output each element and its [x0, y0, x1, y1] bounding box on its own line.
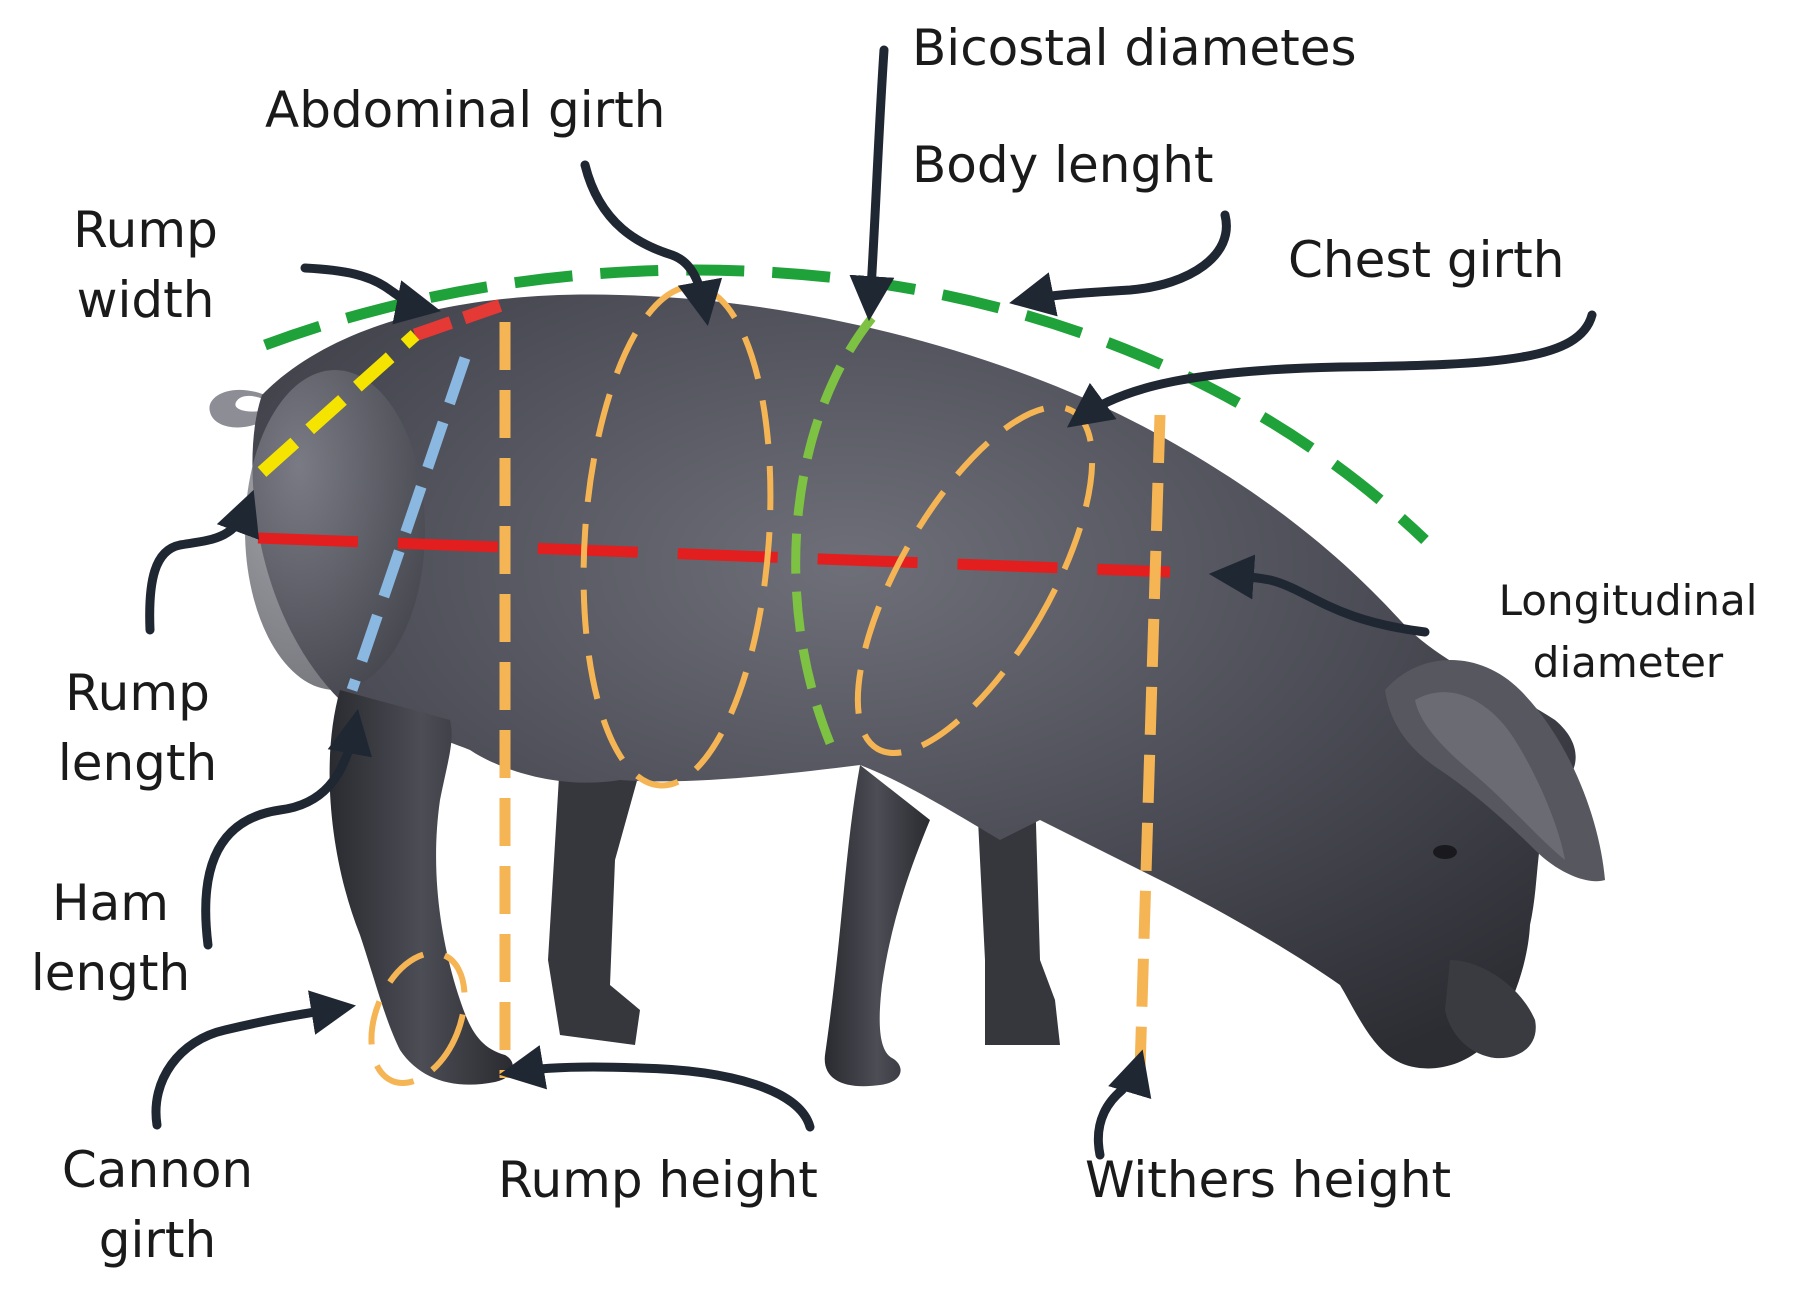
- arrow-cannon-girth: [151, 990, 356, 1130]
- arrow-withers-height: [1094, 1049, 1152, 1160]
- arrow-rump-height: [499, 1045, 815, 1132]
- pointer-arrows: [145, 45, 1597, 1160]
- arrow-rump-width: [300, 263, 441, 325]
- label-cannon-girth-line1: Cannon: [61, 1141, 254, 1199]
- hind-quarter: [245, 370, 425, 690]
- label-cannon-girth-line2: girth: [98, 1211, 217, 1269]
- label-bicostal-diameter: Bicostal diametes: [912, 19, 1357, 77]
- label-ham-length: Ham length: [18, 868, 203, 1008]
- pig-body: [252, 294, 1576, 1069]
- label-chest-girth: Chest girth: [1288, 231, 1565, 289]
- arrow-longitudinal: [1208, 554, 1430, 637]
- label-rump-width: Rump width: [58, 195, 233, 335]
- ear-inner: [1415, 692, 1565, 860]
- abdominal-girth-ellipse: [580, 283, 774, 789]
- label-longitudinal-line2: diameter: [1532, 638, 1724, 687]
- label-longitudinal-diameter: Longitudinal diameter: [1478, 570, 1778, 694]
- near-hind-leg: [329, 690, 513, 1085]
- arrow-abdominal-girth: [580, 160, 723, 326]
- arrow-rump-length: [145, 489, 260, 635]
- label-rump-width-line1: Rump: [73, 201, 218, 259]
- label-rump-width-line2: width: [76, 271, 215, 329]
- arrow-body-length: [1009, 210, 1231, 317]
- pig-illustration: [209, 294, 1605, 1087]
- label-abdominal-girth: Abdominal girth: [265, 81, 666, 139]
- rump-width-line: [412, 295, 513, 342]
- withers-height-line: [1134, 414, 1166, 1071]
- label-ham-length-line1: Ham: [52, 874, 169, 932]
- arrow-chest-girth: [1066, 310, 1597, 428]
- ham-length-line: [346, 356, 471, 692]
- rump-length-line: [257, 330, 420, 477]
- label-body-length: Body lenght: [912, 136, 1214, 194]
- label-rump-length-line2: length: [57, 734, 218, 792]
- body-length-line: [263, 264, 1429, 544]
- cannon-girth-ellipse: [368, 950, 468, 1086]
- measurement-lines: [257, 264, 1429, 1086]
- arrow-ham-length: [201, 709, 372, 950]
- far-hind-leg: [548, 760, 640, 1045]
- label-rump-length: Rump length: [45, 658, 230, 798]
- near-front-leg: [824, 765, 930, 1087]
- arrow-bicostal: [849, 45, 895, 322]
- pig-snout: [1445, 960, 1536, 1059]
- label-longitudinal-line1: Longitudinal: [1498, 576, 1758, 625]
- label-rump-height: Rump height: [498, 1151, 818, 1209]
- longitudinal-diameter-line: [257, 532, 1171, 578]
- pig-eye: [1433, 845, 1457, 859]
- label-withers-height: Withers height: [1085, 1151, 1452, 1209]
- label-cannon-girth: Cannon girth: [45, 1135, 270, 1275]
- label-ham-length-line2: length: [30, 944, 191, 1002]
- bicostal-diameter-line: [791, 315, 876, 750]
- label-rump-length-line1: Rump: [65, 664, 210, 722]
